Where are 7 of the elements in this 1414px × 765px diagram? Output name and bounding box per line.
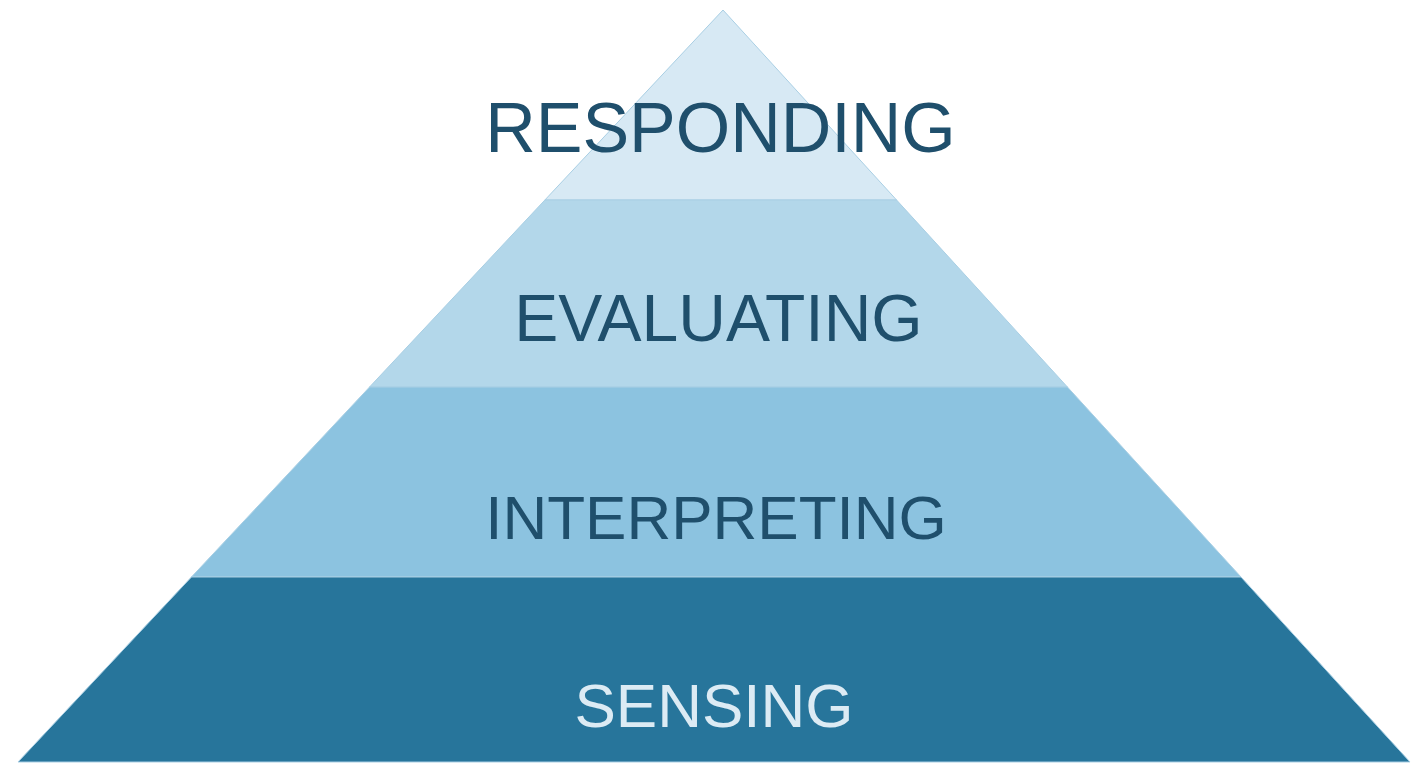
pyramid-level <box>18 577 1410 762</box>
pyramid-level <box>191 387 1241 577</box>
level-label: INTERPRETING <box>485 487 947 549</box>
level-label: EVALUATING <box>514 285 923 351</box>
level-label: SENSING <box>574 675 854 737</box>
pyramid-level <box>369 200 1068 387</box>
level-label: RESPONDING <box>485 93 956 163</box>
